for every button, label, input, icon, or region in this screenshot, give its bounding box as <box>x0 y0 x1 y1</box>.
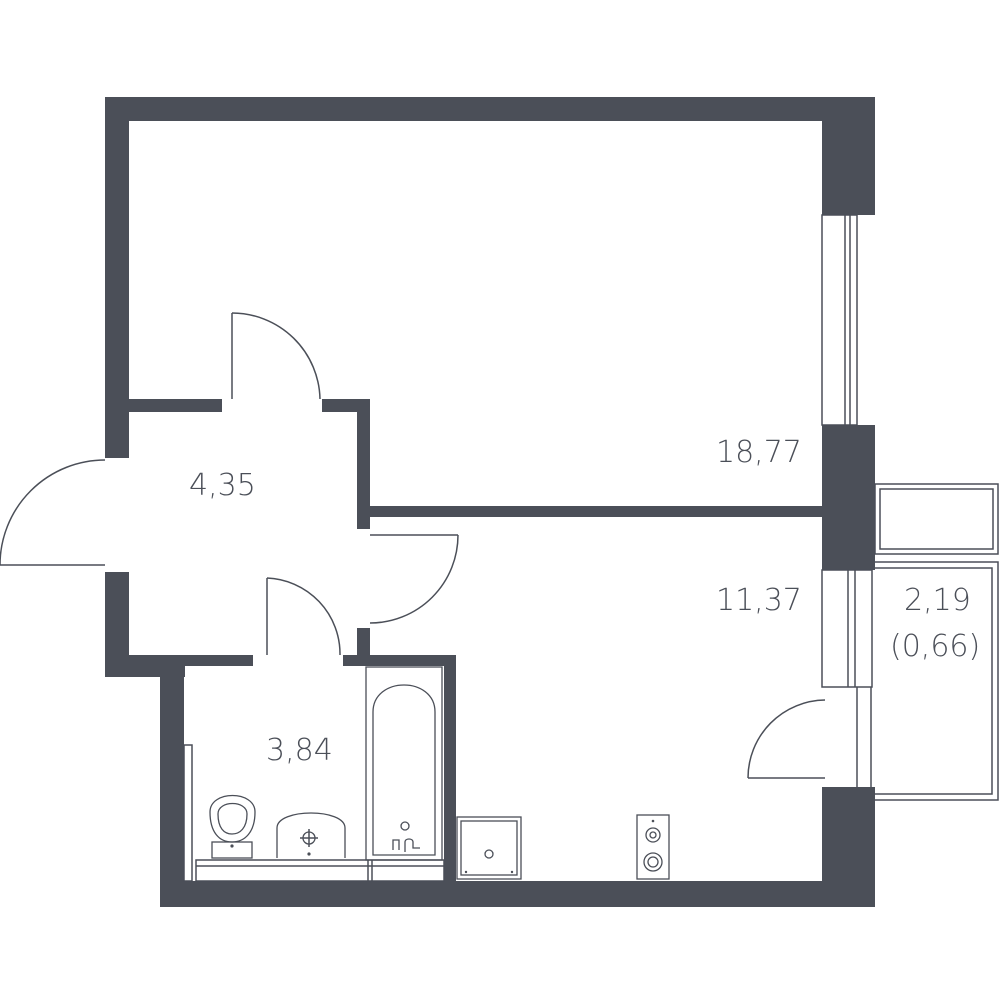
door-swing-icon <box>0 459 106 566</box>
wall-bath-right <box>444 655 456 885</box>
toilet-icon <box>209 794 256 859</box>
room-area-kitchen: 11,37 <box>716 583 802 618</box>
wall-hall-right <box>357 399 370 529</box>
door-swing-icon <box>266 577 341 656</box>
door-swing-icon <box>747 699 826 779</box>
sink-icon <box>276 812 346 858</box>
room-area-bathroom: 3,84 <box>266 733 333 768</box>
window-icon <box>821 569 873 688</box>
wall-hall-top-left <box>105 399 222 412</box>
wall-kitchen-stub <box>357 628 370 656</box>
wall-top <box>105 97 875 121</box>
wall-right-bottom <box>822 787 875 907</box>
washing-machine-icon <box>636 814 670 880</box>
bathroom-duct <box>183 744 193 882</box>
wall-bath-top-right <box>343 655 456 666</box>
room-area-living: 18,77 <box>716 435 802 470</box>
window-icon <box>821 214 858 426</box>
door-swing-icon <box>231 312 321 400</box>
wall-bath-left <box>160 655 184 907</box>
walls <box>105 97 875 907</box>
door-swing-icon <box>369 534 459 624</box>
bathroom-ledge <box>195 859 445 882</box>
wall-living-kitchen <box>357 506 825 517</box>
wall-bottom <box>160 881 875 907</box>
room-area-hallway: 4,35 <box>189 468 256 503</box>
wall-bath-top-left <box>160 655 253 666</box>
room-area-balcony-reduced: (0,66) <box>890 629 980 664</box>
wall-left-upper <box>105 97 129 458</box>
stove-icon <box>456 816 522 880</box>
balcony <box>874 483 999 801</box>
bathtub-icon <box>365 666 443 861</box>
wall-right-mid <box>822 425 875 570</box>
wall-right-top <box>822 97 875 215</box>
room-area-balcony: 2,19 <box>904 583 971 618</box>
balcony-door-frame <box>856 687 872 787</box>
